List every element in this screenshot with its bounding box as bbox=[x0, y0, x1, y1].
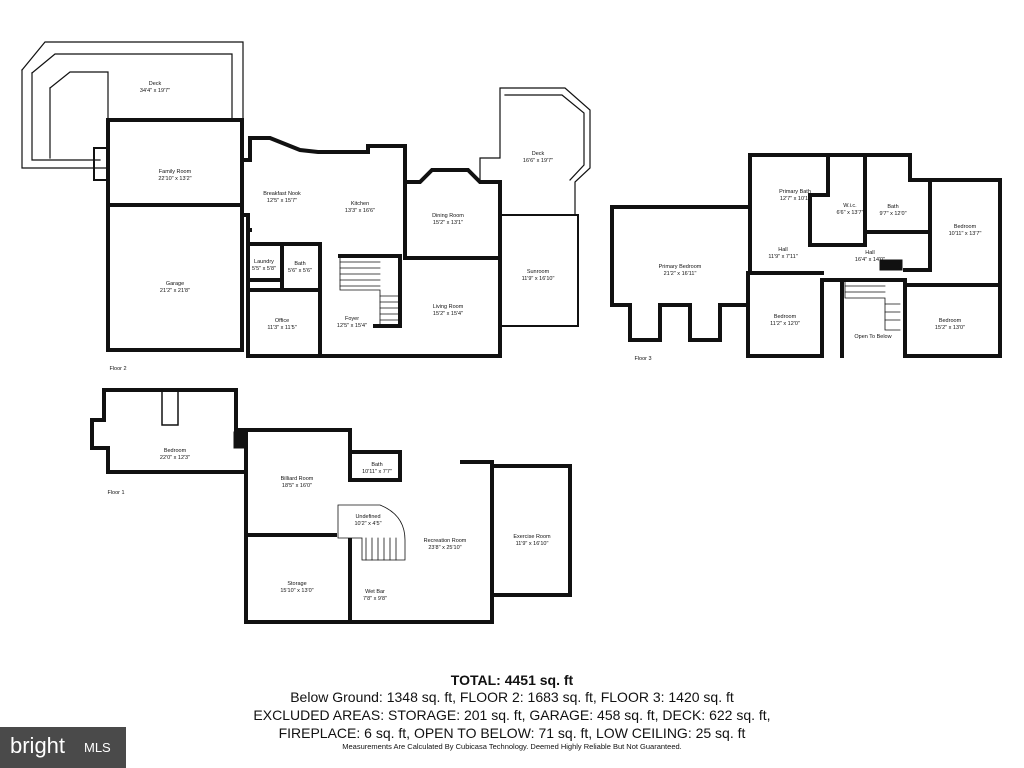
room-office: Office bbox=[275, 318, 289, 324]
room-dining-room: Dining Room bbox=[432, 213, 464, 219]
room-breakfast-nook-dims: 12'5" x 15'7" bbox=[267, 198, 297, 204]
room-recreation-room: Recreation Room bbox=[424, 538, 467, 544]
room-wet-bar: Wet Bar bbox=[365, 589, 385, 595]
room-storage: Storage bbox=[287, 581, 306, 587]
total-area-title: TOTAL: 4451 sq. ft bbox=[450, 672, 574, 688]
room-primary-bath: Primary Bath bbox=[779, 189, 811, 195]
room-bedroom-f1-dims: 22'0" x 12'3" bbox=[160, 455, 190, 461]
room-hall-a: Hall bbox=[778, 247, 787, 253]
logo-suffix: MLS bbox=[84, 740, 111, 755]
room-bath-f2-dims: 5'6" x 5'6" bbox=[288, 268, 312, 274]
room-laundry: Laundry bbox=[254, 259, 274, 265]
room-open-to-below: Open To Below bbox=[854, 334, 891, 340]
fireplace-icon bbox=[93, 147, 109, 181]
room-deck-main: Deck bbox=[149, 81, 162, 87]
chimney-icon bbox=[879, 259, 903, 271]
room-bedroom-f3-a-dims: 10'11" x 13'7" bbox=[949, 231, 982, 237]
fireplace-icon-f1 bbox=[233, 431, 245, 449]
room-deck-side-dims: 16'6" x 19'7" bbox=[523, 158, 553, 164]
room-dining-room-dims: 15'2" x 13'1" bbox=[433, 220, 463, 226]
excluded-areas-line: EXCLUDED AREAS: STORAGE: 201 sq. ft, GAR… bbox=[253, 707, 771, 723]
room-living-room-dims: 15'2" x 15'4" bbox=[433, 311, 463, 317]
room-billiard-room: Billiard Room bbox=[281, 476, 314, 482]
area-breakdown-line: Below Ground: 1348 sq. ft, FLOOR 2: 1683… bbox=[290, 689, 734, 705]
room-kitchen: Kitchen bbox=[351, 201, 369, 207]
room-primary-bedroom-dims: 21'2" x 16'11" bbox=[664, 271, 697, 277]
room-hall-b: Hall bbox=[865, 250, 874, 256]
room-family-room-dims: 22'10" x 13'2" bbox=[158, 176, 191, 182]
floor2-walls bbox=[106, 118, 502, 358]
room-bedroom-f3-c: Bedroom bbox=[939, 318, 962, 324]
room-bath-f1-dims: 10'11" x 7'7" bbox=[362, 469, 392, 475]
room-family-room: Family Room bbox=[159, 169, 192, 175]
room-kitchen-dims: 13'3" x 16'6" bbox=[345, 208, 375, 214]
room-sunroom-dims: 11'9" x 16'10" bbox=[522, 276, 555, 282]
room-garage-dims: 21'2" x 21'8" bbox=[160, 288, 190, 294]
room-bedroom-f3-b-dims: 11'2" x 12'0" bbox=[770, 321, 800, 327]
room-hall-b-dims: 16'4" x 14'0" bbox=[855, 257, 885, 263]
stairs-floor3 bbox=[844, 279, 901, 331]
room-exercise-room: Exercise Room bbox=[513, 534, 551, 540]
floor1-walls bbox=[90, 388, 572, 624]
stairs-floor2 bbox=[339, 255, 401, 327]
sunroom-walls bbox=[499, 214, 579, 327]
room-deck-side: Deck bbox=[532, 151, 545, 157]
room-storage-dims: 15'10" x 13'0" bbox=[280, 588, 313, 594]
room-office-dims: 11'3" x 11'5" bbox=[267, 325, 296, 331]
excluded-areas-line-2: FIREPLACE: 6 sq. ft, OPEN TO BELOW: 71 s… bbox=[278, 725, 746, 741]
bright-mls-logo: bright MLS bbox=[0, 727, 126, 768]
room-wic-dims: 6'6" x 13'7" bbox=[836, 210, 863, 216]
room-deck-main-dims: 34'4" x 19'7" bbox=[140, 88, 170, 94]
room-laundry-dims: 5'5" x 5'8" bbox=[252, 266, 276, 272]
stairs-floor1 bbox=[337, 504, 406, 561]
room-bedroom-f1: Bedroom bbox=[164, 448, 187, 454]
measurement-disclaimer: Measurements Are Calculated By Cubicasa … bbox=[342, 742, 682, 751]
floor3-walls bbox=[610, 153, 1002, 358]
room-foyer: Foyer bbox=[345, 316, 359, 322]
room-bath-f3: Bath bbox=[887, 204, 898, 210]
room-bath-f3-dims: 9'7" x 12'0" bbox=[879, 211, 906, 217]
room-living-room: Living Room bbox=[433, 304, 464, 310]
room-breakfast-nook: Breakfast Nook bbox=[263, 191, 301, 197]
room-undefined: Undefined bbox=[355, 514, 380, 520]
room-primary-bedroom: Primary Bedroom bbox=[659, 264, 702, 270]
room-primary-bath-dims: 12'7" x 10'1" bbox=[780, 196, 810, 202]
room-hall-a-dims: 11'9" x 7'11" bbox=[768, 254, 797, 260]
room-bedroom-f3-c-dims: 15'2" x 13'0" bbox=[935, 325, 965, 331]
room-bedroom-f3-a: Bedroom bbox=[954, 224, 977, 230]
room-sunroom: Sunroom bbox=[527, 269, 550, 275]
room-bath-f2: Bath bbox=[294, 261, 305, 267]
room-billiard-room-dims: 18'5" x 16'0" bbox=[282, 483, 312, 489]
room-wet-bar-dims: 7'8" x 9'8" bbox=[363, 596, 387, 602]
room-undefined-dims: 10'2" x 4'5" bbox=[354, 521, 381, 527]
room-exercise-room-dims: 11'9" x 16'10" bbox=[516, 541, 549, 547]
floor-label-f3: Floor 3 bbox=[634, 356, 651, 362]
room-garage: Garage bbox=[166, 281, 184, 287]
room-wic: W.i.c. bbox=[843, 203, 857, 209]
deck-outline bbox=[21, 41, 244, 169]
room-bedroom-f3-b: Bedroom bbox=[774, 314, 797, 320]
floor-label-f2: Floor 2 bbox=[109, 366, 126, 372]
floor-label-f1: Floor 1 bbox=[107, 490, 124, 496]
room-bath-f1: Bath bbox=[371, 462, 382, 468]
logo-text: bright bbox=[10, 733, 66, 758]
room-foyer-dims: 12'5" x 15'4" bbox=[337, 323, 367, 329]
deck-side bbox=[479, 87, 591, 216]
floor1-bedroom-inner bbox=[161, 389, 179, 426]
room-recreation-room-dims: 23'8" x 25'10" bbox=[428, 545, 461, 551]
